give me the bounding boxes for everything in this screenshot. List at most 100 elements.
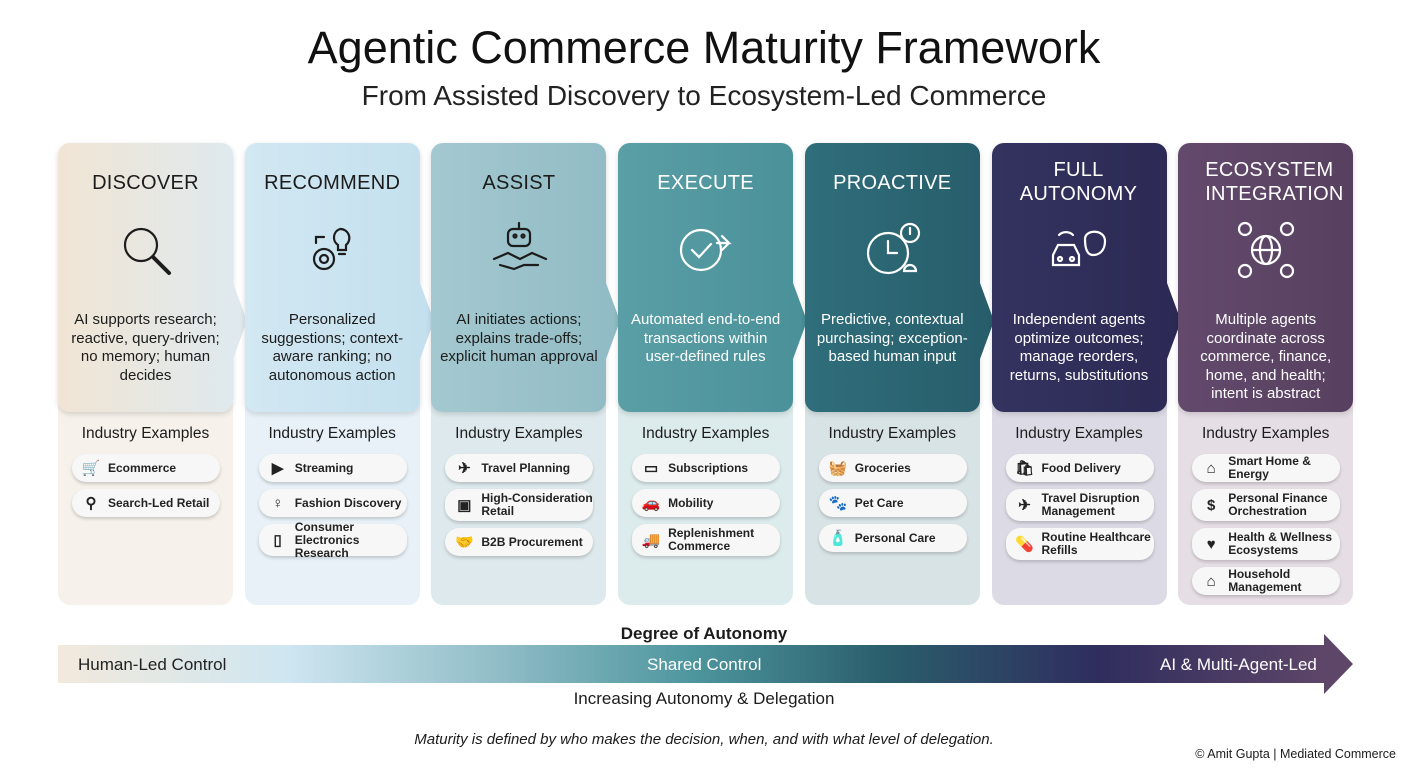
car-icon: 🚗: [641, 494, 661, 512]
example-label: Routine Healthcare Refills: [1041, 530, 1151, 557]
copyright: © Amit Gupta | Mediated Commerce: [1195, 747, 1396, 761]
example-label: Subscriptions: [668, 460, 749, 475]
example-label: Household Management: [1228, 567, 1302, 594]
globe-network-icon: [1238, 221, 1295, 279]
example-chip: ⌂Smart Home & Energy: [1192, 454, 1341, 482]
tablet-icon: ▯: [273, 531, 282, 549]
example-label: Groceries: [854, 460, 911, 475]
example-label: Mobility: [668, 495, 714, 510]
heart-icon: ♥: [1206, 535, 1216, 553]
example-label: Ecommerce: [108, 460, 177, 475]
example-chip: ▣High-Consideration Retail: [445, 489, 594, 521]
stage-column-ecosystem-integration: ECOSYSTEM INTEGRATION Multiple agents co…: [1178, 143, 1354, 605]
stage-card: FULL AUTONOMY Independent agents optimiz…: [991, 143, 1181, 412]
example-label: Pet Care: [854, 495, 904, 510]
stage-card: ASSIST AI initiates actions; explains tr…: [431, 143, 621, 412]
dress-icon: ♀: [272, 494, 284, 512]
stage-title: PROACTIVE: [833, 172, 952, 194]
stage-column-execute: EXECUTE Automated end-to-end transaction…: [618, 143, 808, 605]
examples-list: 🛒 Ecommerce ⚲ Search-Led Retail: [72, 454, 220, 524]
stage-column-discover: DISCOVER AI supports research; reactive,…: [58, 143, 247, 605]
house-icon: ⌂: [1206, 572, 1216, 590]
page-subtitle: From Assisted Discovery to Ecosystem-Led…: [361, 80, 1047, 111]
stage-description: Independent agents optimize outcomes; ma…: [1009, 311, 1149, 384]
stage-arrow: [979, 283, 994, 359]
stage-title: EXECUTE: [657, 172, 754, 194]
example-chip: ▭ Subscriptions: [632, 454, 781, 482]
stage-description: Personalized suggestions; context-aware …: [261, 311, 404, 384]
example-chip: $ Personal Finance Orchestration: [1192, 489, 1341, 521]
stage-card: RECOMMEND Personalized suggestions; cont…: [244, 143, 434, 412]
gear-bulb-icon: [312, 227, 351, 271]
stage-arrow: [606, 283, 621, 359]
example-label: Personal Finance Orchestration: [1228, 491, 1328, 518]
example-chip: 🧺Groceries: [818, 454, 967, 482]
stage-title: ASSIST: [482, 172, 556, 194]
example-label: B2B Procurement: [481, 534, 583, 549]
examples-list: 🧺Groceries 🐾Pet Care 🧴Personal Care: [818, 454, 967, 559]
examples-heading: Industry Examples: [1015, 425, 1143, 442]
example-label: Travel Disruption Management: [1041, 491, 1140, 518]
truck-icon: 🚚: [641, 531, 661, 549]
card-icon: ▭: [644, 459, 659, 477]
example-chip: 🧴Personal Care: [818, 524, 967, 552]
example-chip: ✈ Travel Disruption Management: [1005, 489, 1154, 521]
plane-icon: ✈: [1018, 496, 1031, 514]
stage-title: ECOSYSTEM INTEGRATION: [1205, 159, 1344, 205]
example-chip: 🐾Pet Care: [818, 489, 967, 517]
example-chip: 🛍 Food Delivery: [1005, 454, 1154, 482]
example-chip: 💊 Routine Healthcare Refills: [1005, 528, 1154, 560]
example-chip: ♀ Fashion Discovery: [258, 489, 407, 517]
example-label: Consumer Electronics Research: [294, 519, 360, 560]
examples-heading: Industry Examples: [81, 425, 210, 442]
example-chip: ✈ Travel Planning: [445, 454, 594, 482]
stage-card: EXECUTE Automated end-to-end transaction…: [618, 143, 808, 412]
stage-arrow: [233, 283, 247, 359]
examples-list: ▶Streaming ♀ Fashion Discovery ▯ Consumer El…: [258, 454, 407, 563]
example-chip: 🚚 Replenishment Commerce: [632, 524, 781, 556]
stage-arrow: [793, 283, 808, 359]
autonomy-arrow-bar: [58, 645, 1326, 683]
stage-description: AI initiates actions; explains trade-off…: [440, 311, 598, 365]
example-label: Fashion Discovery: [294, 495, 402, 510]
autonomy-arrow-head: [1324, 634, 1353, 694]
car-brain-icon: [1051, 230, 1106, 267]
cart-icon: 🛒: [81, 459, 101, 477]
example-chip: ▶Streaming: [258, 454, 407, 482]
handshake-icon: 🤝: [455, 533, 474, 551]
stage-column-proactive: PROACTIVE Predictive, contextual purchas…: [804, 143, 994, 605]
example-label: Personal Care: [854, 530, 936, 545]
stage-description: Predictive, contextual purchasing; excep…: [816, 311, 968, 365]
example-chip: ⚲ Search-Led Retail: [72, 489, 220, 517]
example-label: Replenishment Commerce: [668, 526, 755, 553]
examples-heading: Industry Examples: [641, 425, 770, 442]
example-label: Search-Led Retail: [108, 495, 210, 510]
plane-icon: ✈: [458, 459, 471, 477]
stage-title: RECOMMEND: [264, 172, 401, 194]
stage-column-recommend: RECOMMEND Personalized suggestions; cont…: [244, 143, 434, 605]
example-chip: ▯ Consumer Electronics Research: [258, 520, 407, 559]
stage-column-full-autonomy: FULL AUTONOMY Independent agents optimiz…: [991, 143, 1181, 605]
examples-list: ⌂Smart Home & Energy$Personal Finance Or…: [1192, 454, 1341, 602]
autonomy-right-label: AI & Multi-Agent-Led: [1160, 655, 1317, 674]
autonomy-heading: Degree of Autonomy: [620, 624, 788, 643]
autonomy-left-label: Human-Led Control: [78, 655, 227, 674]
stage-card: PROACTIVE Predictive, contextual purchas…: [804, 143, 994, 412]
autonomy-caption: Increasing Autonomy & Delegation: [573, 689, 835, 708]
briefcase-icon: ▣: [457, 496, 472, 514]
example-label: Smart Home & Energy: [1228, 454, 1311, 481]
example-label: Travel Planning: [481, 460, 571, 475]
stage-title: DISCOVER: [92, 172, 199, 194]
stage-card: DISCOVER AI supports research; reactive,…: [58, 143, 247, 412]
stage-card: ECOSYSTEM INTEGRATION Multiple agents co…: [1178, 143, 1354, 412]
example-label: Food Delivery: [1041, 460, 1121, 475]
stage-description: Automated end-to-end transactions within…: [630, 311, 781, 365]
examples-heading: Industry Examples: [268, 425, 396, 442]
magnifier-icon: [123, 227, 171, 275]
bag-icon: 🛍: [1014, 459, 1035, 477]
pill-bottle-icon: 💊: [1015, 535, 1034, 553]
finance-icon: $: [1207, 496, 1216, 514]
autonomy-middle-label: Shared Control: [647, 655, 762, 674]
search-icon: ⚲: [85, 494, 97, 512]
example-chip: ♥Health & Wellness Ecosystems: [1192, 528, 1341, 560]
